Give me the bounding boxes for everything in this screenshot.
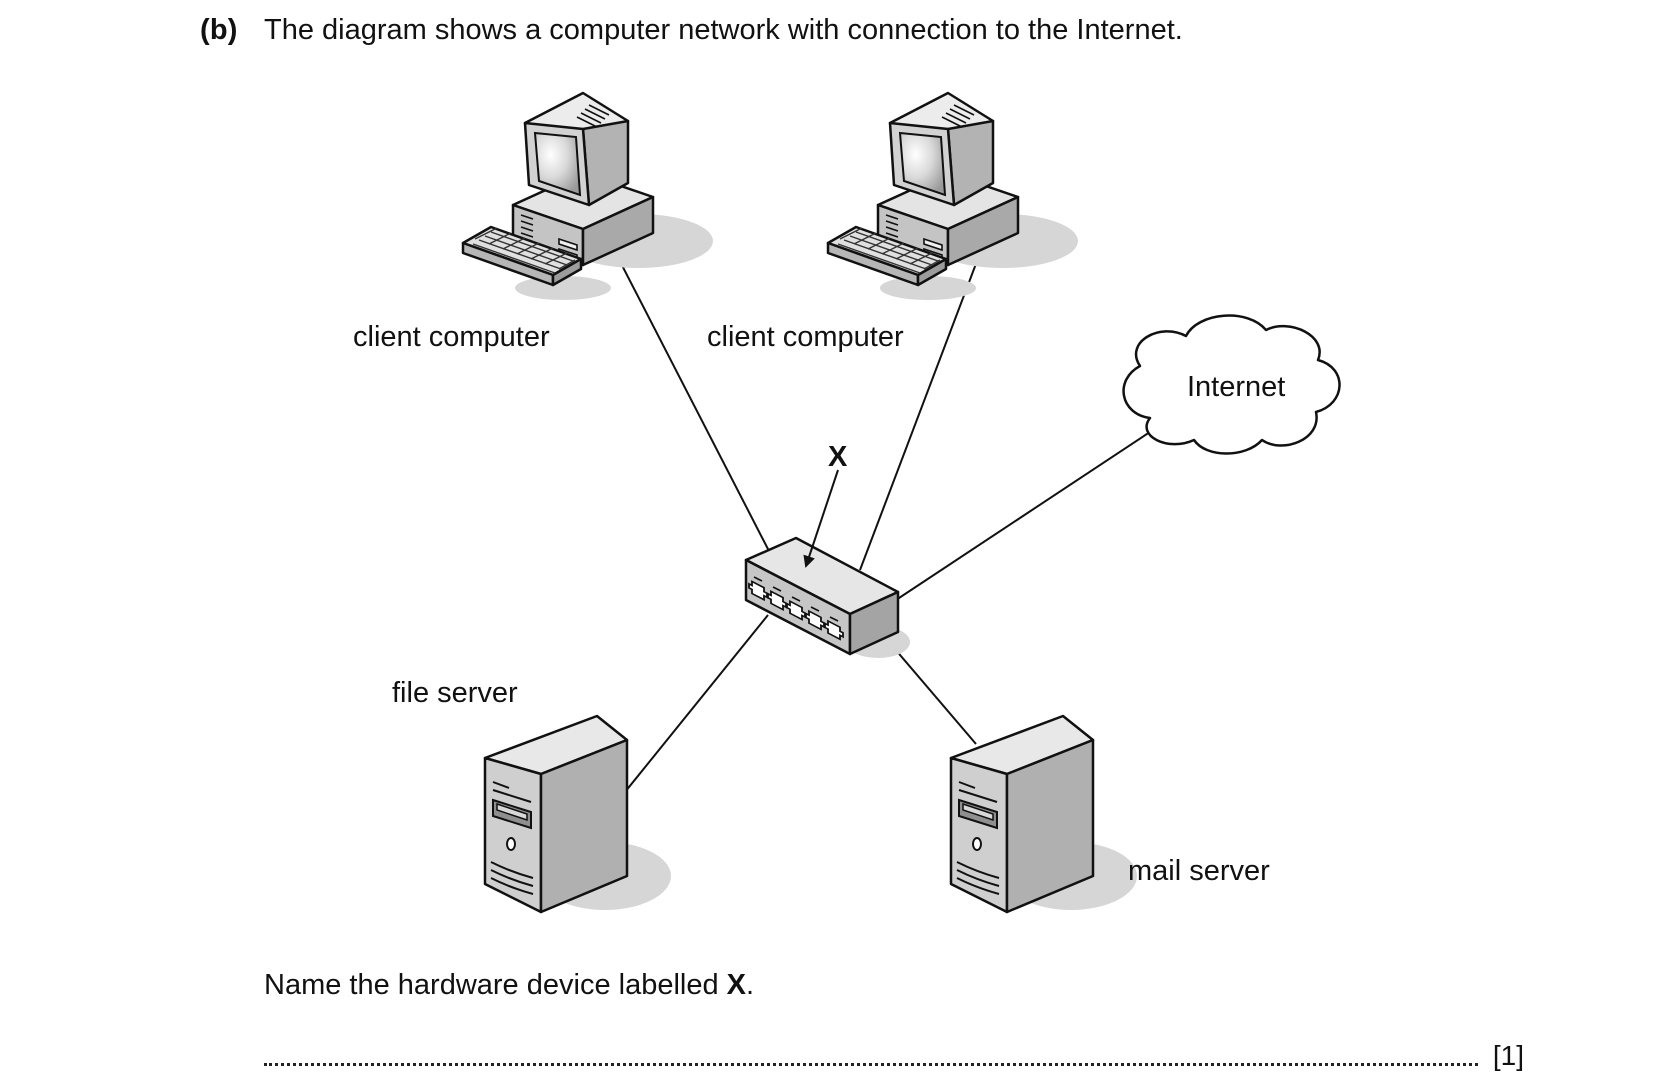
answer-dotted-line[interactable] (264, 1063, 1478, 1066)
file-server-icon (483, 714, 673, 914)
device-x-label: X (828, 441, 848, 473)
client-computer-icon (826, 91, 1080, 302)
question-prompt: Name the hardware device labelled X. (264, 969, 754, 1002)
link-internet-device (895, 427, 1157, 601)
prompt-period: . (746, 969, 755, 1001)
client-computer-label-1: client computer (353, 321, 550, 353)
internet-label: Internet (1187, 371, 1285, 403)
x-pointer-arrow (803, 469, 839, 568)
internet-cloud-icon (1122, 314, 1341, 455)
marks-indicator: [1] (1492, 1040, 1524, 1071)
mail-server-label: mail server (1128, 855, 1270, 887)
link-client1-device (609, 241, 771, 554)
prompt-bold-x: X (726, 969, 746, 1001)
link-fileserver-device (624, 614, 769, 793)
answer-line[interactable]: [1] (264, 1040, 1524, 1074)
mail-server-icon (949, 714, 1139, 914)
file-server-label: file server (392, 677, 518, 709)
prompt-text: Name the hardware device labelled (264, 969, 727, 1001)
question-part-label: (b) (200, 14, 238, 46)
question-text: The diagram shows a computer network wit… (264, 14, 1183, 46)
network-device-x-icon (744, 536, 910, 658)
client-computer-icon (461, 91, 715, 302)
client-computer-label-2: client computer (707, 321, 904, 353)
